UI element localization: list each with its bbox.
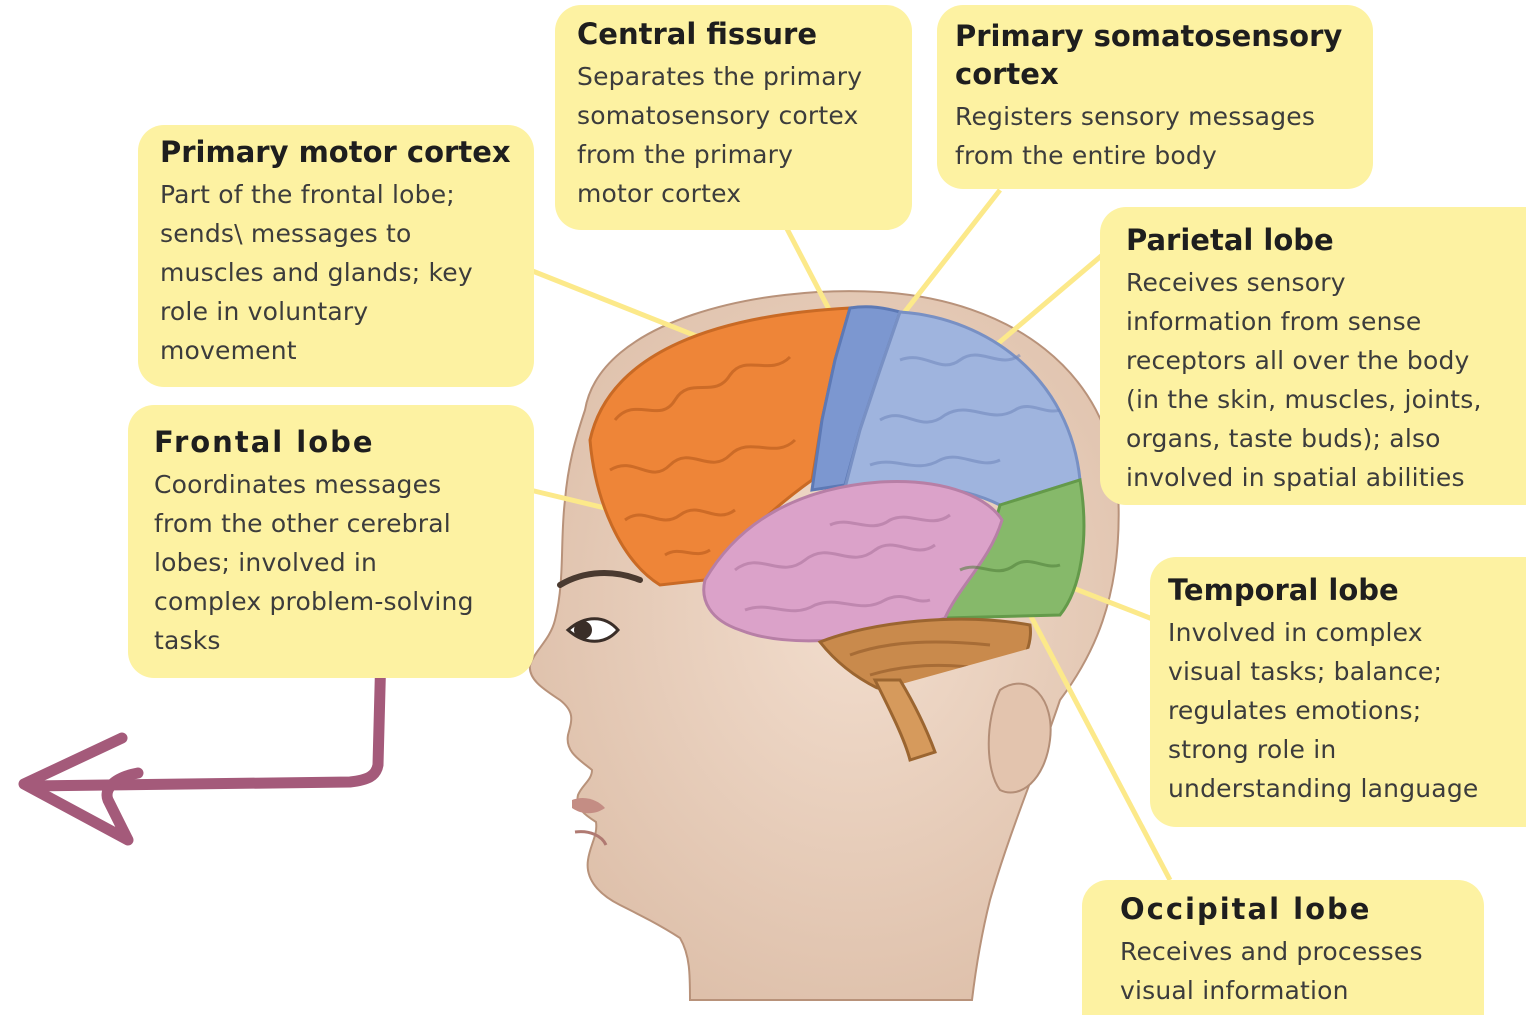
ear [989, 684, 1051, 793]
callout-line: Registers sensory messages [955, 97, 1355, 136]
callout-line: somatosensory cortex [577, 96, 890, 135]
callout-line: receptors all over the body [1126, 341, 1500, 380]
callout-parietal-lobe: Parietal lobe Receives sensory informati… [1100, 207, 1526, 505]
callout-line: Part of the frontal lobe; [160, 175, 512, 214]
callout-title-line-1: Primary somatosensory [955, 17, 1355, 55]
callout-line: from the other cerebral [154, 504, 508, 543]
callout-line: Separates the primary [577, 57, 890, 96]
callout-line: (in the skin, muscles, joints, [1126, 380, 1500, 419]
callout-temporal-lobe: Temporal lobe Involved in complex visual… [1150, 557, 1526, 827]
callout-frontal-lobe: Frontal lobe Coordinates messages from t… [128, 405, 534, 678]
callout-line: Receives sensory [1126, 263, 1500, 302]
callout-primary-somatosensory-cortex: Primary somatosensory cortex Registers s… [937, 5, 1373, 189]
callout-title: Occipital lobe [1120, 890, 1446, 928]
callout-line: role in voluntary [160, 292, 512, 331]
callout-line: Coordinates messages [154, 465, 508, 504]
callout-line: Involved in complex [1168, 613, 1508, 652]
callout-line: Receives and processes [1120, 932, 1446, 971]
callout-primary-motor-cortex: Primary motor cortex Part of the frontal… [138, 125, 534, 387]
callout-line: strong role in [1168, 730, 1508, 769]
callout-title: Frontal lobe [154, 423, 508, 461]
callout-line: understanding language [1168, 769, 1508, 808]
callout-line: involved in spatial abilities [1126, 458, 1500, 497]
callout-central-fissure: Central fissure Separates the primary so… [555, 5, 912, 230]
callout-line: from the entire body [955, 136, 1355, 175]
callout-occipital-lobe: Occipital lobe Receives and processes vi… [1082, 880, 1484, 1015]
callout-line: tasks [154, 621, 508, 660]
callout-title: Temporal lobe [1168, 571, 1508, 609]
callout-line: complex problem-solving [154, 582, 508, 621]
callout-line: muscles and glands; key [160, 253, 512, 292]
callout-line: organs, taste buds); also [1126, 419, 1500, 458]
callout-line: visual tasks; balance; [1168, 652, 1508, 691]
callout-title: Parietal lobe [1126, 221, 1500, 259]
callout-line: lobes; involved in [154, 543, 508, 582]
callout-line: sends\ messages to [160, 214, 512, 253]
callout-title: Primary motor cortex [160, 133, 512, 171]
callout-line: movement [160, 331, 512, 370]
callout-title-line-2: cortex [955, 55, 1355, 93]
callout-title: Central fissure [577, 15, 890, 53]
callout-line: visual information [1120, 971, 1446, 1010]
callout-line: from the primary [577, 135, 890, 174]
callout-line: motor cortex [577, 174, 890, 213]
callout-line: information from sense [1126, 302, 1500, 341]
callout-line: regulates emotions; [1168, 691, 1508, 730]
